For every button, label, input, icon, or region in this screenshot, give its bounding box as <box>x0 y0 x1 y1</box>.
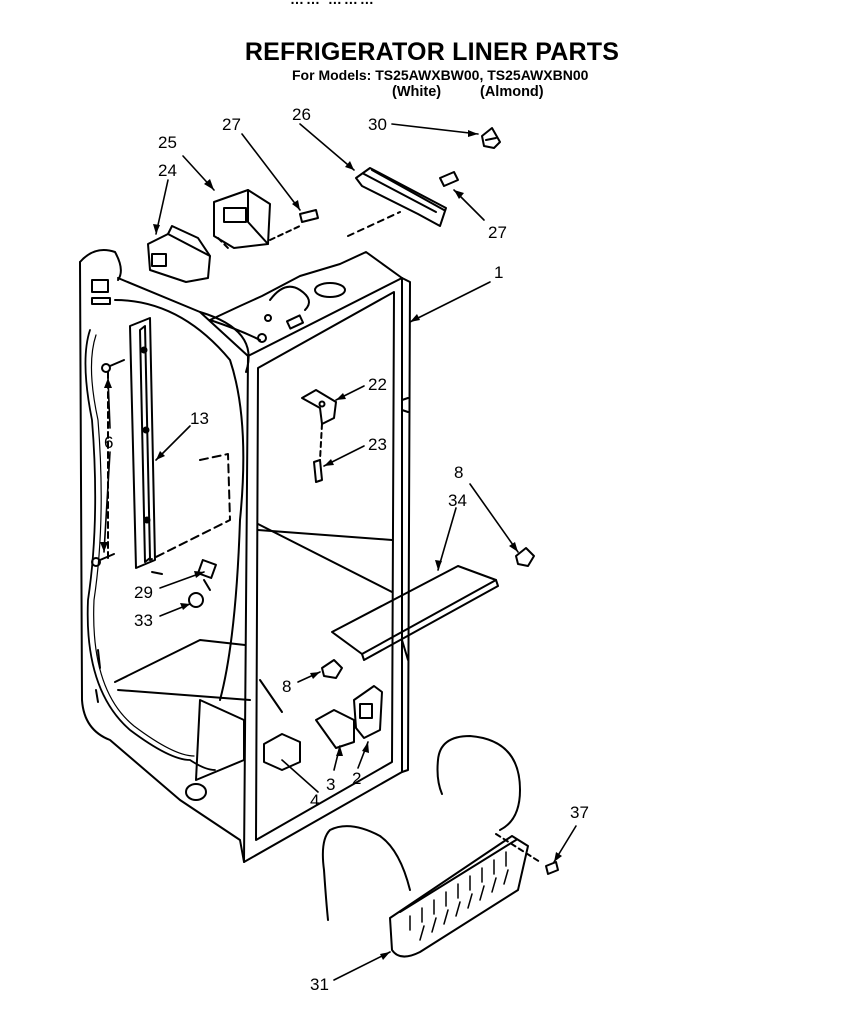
part-8-stop-left <box>321 659 343 679</box>
part-27-screw-left <box>299 209 319 223</box>
variant-white: (White) <box>392 84 442 100</box>
part-13-channel <box>129 317 156 569</box>
variant-almond: (Almond) <box>480 84 544 100</box>
callout-27-right: 27 <box>488 223 507 242</box>
part-22-guide <box>319 423 323 461</box>
callout-25: 25 <box>158 133 177 152</box>
part-34-shelf <box>331 565 499 661</box>
part-2-bracket <box>353 685 383 739</box>
callout-33: 33 <box>134 611 153 630</box>
part-22-bracket <box>301 389 337 425</box>
callout-24: 24 <box>158 161 177 180</box>
callout-29: 29 <box>134 583 153 602</box>
leader-lines <box>103 123 577 981</box>
callout-8-top: 8 <box>454 463 463 482</box>
arrow-heads <box>100 130 562 960</box>
callout-22: 22 <box>368 375 387 394</box>
part-23-screw <box>313 459 323 483</box>
callout-6: 6 <box>104 433 113 452</box>
part-29-33 <box>151 559 217 608</box>
callout-numbers: 25 27 26 30 24 27 1 13 6 22 23 8 34 29 3… <box>104 105 589 994</box>
part-8-stop-right <box>515 547 535 567</box>
part-26-rail <box>355 167 447 227</box>
models-line: For Models: TS25AWXBW00, TS25AWXBN00 <box>292 67 589 83</box>
callout-26: 26 <box>292 105 311 124</box>
part-25-housing <box>213 189 271 249</box>
page-title: REFRIGERATOR LINER PARTS <box>244 38 620 66</box>
part-30-clip <box>481 127 501 149</box>
part-6-screws <box>91 359 125 567</box>
part-37-guide <box>495 833 541 863</box>
part-24-damper <box>147 225 211 283</box>
part-4-block <box>263 733 301 771</box>
part-3-plate <box>315 709 355 749</box>
callout-23: 23 <box>368 435 387 454</box>
callout-13: 13 <box>190 409 209 428</box>
callout-3: 3 <box>326 775 335 794</box>
callout-4: 4 <box>310 791 319 810</box>
callout-27-top: 27 <box>222 115 241 134</box>
callout-8-left: 8 <box>282 677 291 696</box>
bottom-guide-line <box>259 679 283 713</box>
liner-cabinet <box>79 249 411 863</box>
callout-37: 37 <box>570 803 589 822</box>
part-31-cover <box>389 835 529 958</box>
part-31-heater-loop <box>321 735 521 921</box>
callout-31: 31 <box>310 975 329 994</box>
callout-30: 30 <box>368 115 387 134</box>
part-27-screw-right <box>439 171 459 187</box>
callout-1: 1 <box>494 263 503 282</box>
part-37-screw <box>545 861 559 875</box>
cropped-header-text: …… ……… <box>290 0 376 7</box>
callout-2: 2 <box>352 769 361 788</box>
callout-34: 34 <box>448 491 467 510</box>
